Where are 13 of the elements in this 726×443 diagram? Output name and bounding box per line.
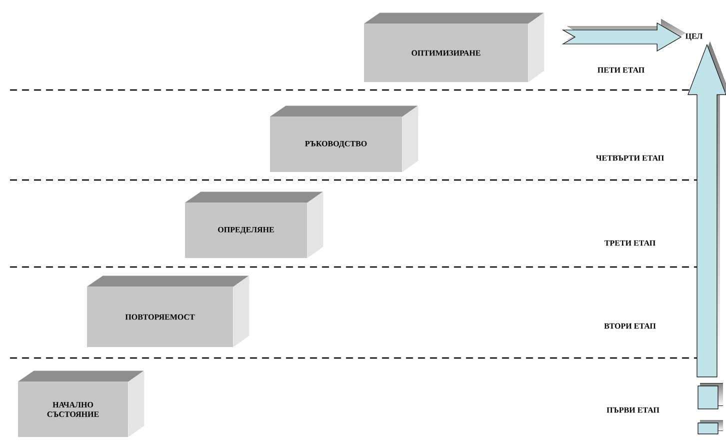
process-box: НАЧАЛНО СЪСТОЯНИЕ [18,370,144,438]
stage-label: ВТОРИ ЕТАП [604,323,656,329]
process-box: ОПТИМИЗИРАНЕ [364,12,544,82]
block-arrow [562,19,686,52]
process-box: ПОВТОРЯЕМОСТ [86,276,250,348]
stage-label: ПЕТИ ЕТАП [598,67,644,73]
stage-label: ЧЕТВЪРТИ ЕТАП [596,155,664,161]
block-arrow [688,42,726,378]
goal-text: ЦЕЛ [685,34,703,40]
process-box: ОПРЕДЕЛЯНЕ [184,192,324,258]
stage-label: ПЪРВИ ЕТАП [606,407,660,413]
stage-label: ТРЕТИ ЕТАП [604,240,656,246]
process-box: РЪКОВОДСТВО [270,106,418,172]
